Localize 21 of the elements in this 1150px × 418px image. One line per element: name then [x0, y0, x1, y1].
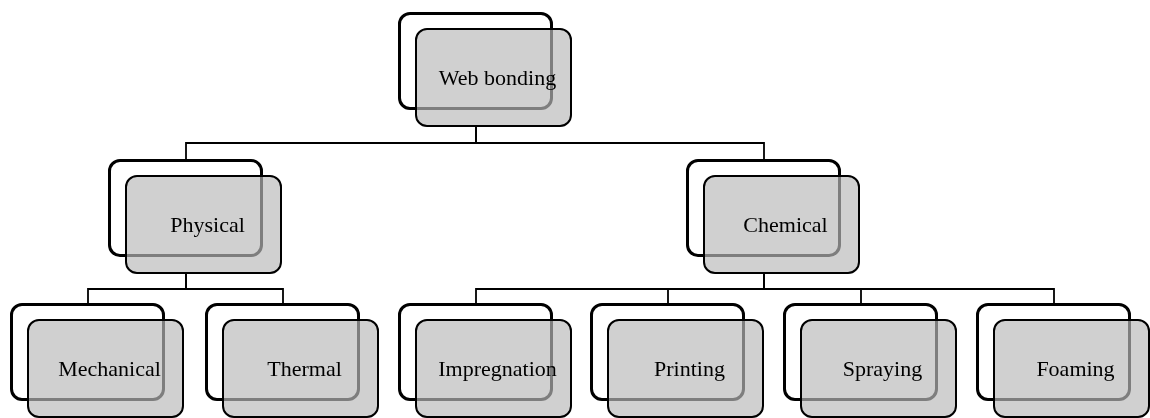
node-label: Chemical — [742, 212, 829, 237]
node-label: Foaming — [1035, 356, 1116, 381]
stacked-card-box — [976, 303, 1150, 418]
node-label: Spraying — [841, 356, 924, 381]
stacked-card-box — [686, 159, 860, 274]
stacked-card-box — [10, 303, 184, 418]
node-label: Impregnation — [437, 356, 558, 381]
node-label: Printing — [653, 356, 726, 381]
stacked-card-box — [783, 303, 957, 418]
stacked-card-box — [398, 12, 572, 127]
node-label: Thermal — [266, 356, 343, 381]
stacked-card-box — [590, 303, 764, 418]
node-label: Web bonding — [437, 65, 558, 90]
stacked-card-box — [108, 159, 282, 274]
stacked-card-box — [205, 303, 379, 418]
connector-line — [475, 126, 765, 160]
stacked-card-box — [398, 303, 572, 418]
node-label: Mechanical — [57, 356, 162, 381]
node-label: Physical — [169, 212, 246, 237]
connector-line — [185, 273, 284, 304]
connector-line — [763, 273, 1055, 304]
